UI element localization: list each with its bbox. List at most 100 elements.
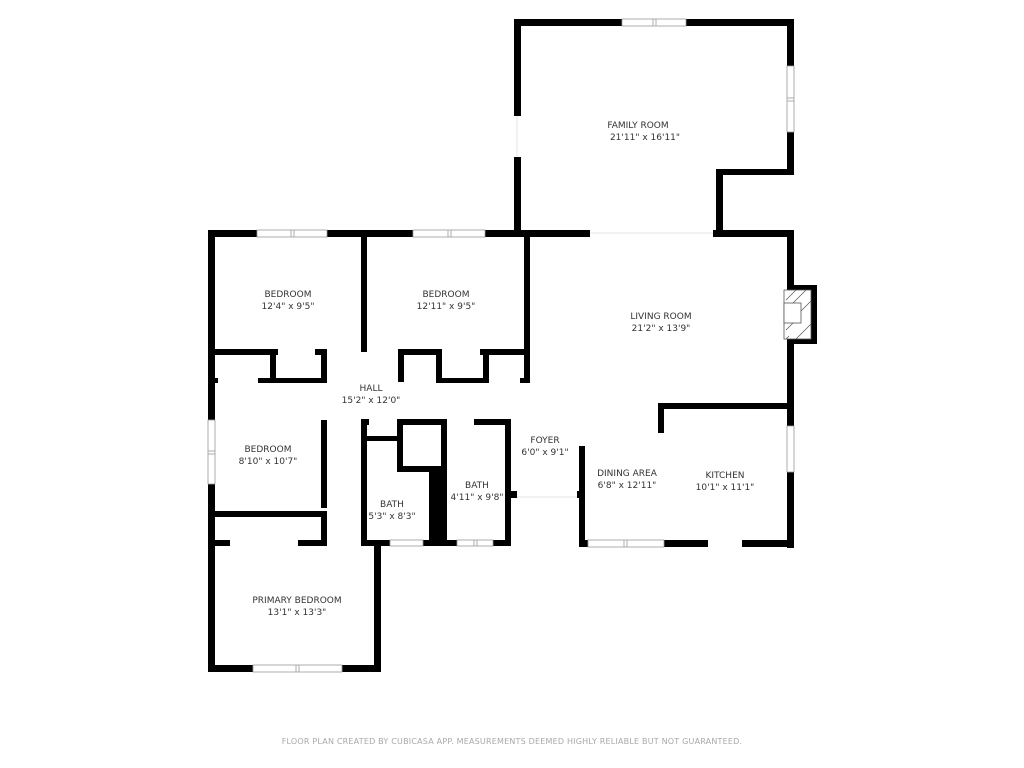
room-dimensions: 6'8" x 12'11" <box>598 481 657 491</box>
room-dimensions: 21'2" x 13'9" <box>632 324 691 334</box>
wall <box>397 419 403 472</box>
wall <box>258 378 327 383</box>
wall <box>658 403 664 433</box>
footer-disclaimer: FLOOR PLAN CREATED BY CUBICASA APP. MEAS… <box>281 737 743 746</box>
room-dimensions: 12'11" x 9'5" <box>417 302 476 312</box>
room-bedroom-2: BEDROOM 12'11" x 9'5" <box>417 290 476 312</box>
bedroom-3-walls <box>207 419 327 517</box>
room-bath-2: BATH 4'11" x 9'8" <box>451 481 504 503</box>
wall <box>429 466 444 546</box>
wall <box>398 349 442 355</box>
wall <box>514 230 590 237</box>
room-foyer: FOYER 6'0" x 9'1" <box>521 436 568 458</box>
wall <box>441 419 447 546</box>
wall <box>374 540 381 672</box>
wall <box>658 403 794 409</box>
room-bedroom-3: BEDROOM 8'10" x 10'7" <box>239 445 298 467</box>
room-bath-1: BATH 5'3" x 8'3" <box>368 500 415 522</box>
room-dimensions: 15'2" x 12'0" <box>342 396 401 406</box>
room-dimensions: 5'3" x 8'3" <box>368 512 415 522</box>
wall <box>208 349 278 355</box>
wall <box>208 378 218 383</box>
room-name: BATH <box>465 481 489 491</box>
wall <box>361 540 511 546</box>
room-name: DINING AREA <box>597 469 658 479</box>
room-kitchen: KITCHEN 10'1" x 11'1" <box>696 471 755 493</box>
wall <box>577 491 585 498</box>
window <box>587 539 665 548</box>
window <box>207 419 216 485</box>
wall <box>298 540 327 546</box>
room-dimensions: 10'1" x 11'1" <box>696 483 755 493</box>
room-living-room: LIVING ROOM 21'2" x 13'9" <box>630 312 691 334</box>
window <box>456 539 494 547</box>
wall <box>321 420 327 508</box>
wall <box>524 230 530 298</box>
room-dining-area: DINING AREA 6'8" x 12'11" <box>597 469 658 491</box>
family-room-windows <box>516 18 795 157</box>
bath-walls <box>361 419 517 547</box>
room-dimensions: 12'4" x 9'5" <box>262 302 315 312</box>
room-name: BEDROOM <box>265 290 312 300</box>
room-name: FAMILY ROOM <box>607 121 668 131</box>
wall <box>361 230 367 352</box>
fireplace-icon <box>783 285 817 344</box>
window <box>389 539 424 547</box>
wall <box>397 419 447 425</box>
wall <box>398 349 404 382</box>
room-name: KITCHEN <box>706 471 745 481</box>
wall <box>514 19 521 116</box>
window <box>621 18 687 27</box>
room-bedroom-1: BEDROOM 12'4" x 9'5" <box>262 290 315 312</box>
room-name: PRIMARY BEDROOM <box>252 596 341 606</box>
kitchen-door-opening <box>708 540 742 547</box>
room-name: HALL <box>360 384 383 394</box>
wall <box>787 230 794 548</box>
room-hall: HALL 15'2" x 12'0" <box>342 384 401 406</box>
window <box>786 425 795 473</box>
room-dimensions: 21'11" x 16'11" <box>610 133 680 143</box>
wall <box>361 419 367 546</box>
wall <box>579 540 794 547</box>
room-family-room: FAMILY ROOM 21'11" x 16'11" <box>607 121 680 143</box>
room-name: LIVING ROOM <box>630 312 691 322</box>
wall <box>361 436 398 441</box>
bedroom-top-windows <box>256 229 486 238</box>
wall <box>436 378 489 383</box>
wall <box>483 349 489 382</box>
wall <box>474 419 511 425</box>
window <box>252 664 343 673</box>
window <box>412 229 486 238</box>
room-dimensions: 13'1" x 13'3" <box>268 608 327 618</box>
wall <box>505 419 511 546</box>
room-dimensions: 4'11" x 9'8" <box>451 493 504 503</box>
wall <box>480 349 530 355</box>
primary-bedroom-walls <box>208 511 381 673</box>
foyer-dining-kitchen-walls <box>517 403 795 548</box>
wall <box>524 290 530 382</box>
room-name: BEDROOM <box>423 290 470 300</box>
wall <box>361 419 369 425</box>
wall <box>514 157 521 232</box>
room-name: FOYER <box>530 436 559 446</box>
wall <box>321 349 327 382</box>
wall <box>713 230 794 237</box>
wall <box>436 349 442 382</box>
wall <box>208 230 530 237</box>
window <box>256 229 328 238</box>
wall <box>505 491 517 498</box>
room-dimensions: 6'0" x 9'1" <box>521 448 568 458</box>
room-dimensions: 8'10" x 10'7" <box>239 457 298 467</box>
wall <box>716 169 723 234</box>
room-name: BEDROOM <box>245 445 292 455</box>
wall <box>208 540 230 546</box>
wall <box>717 169 794 175</box>
wall <box>321 511 327 546</box>
window <box>786 65 795 133</box>
wall <box>397 466 441 472</box>
wall <box>208 511 327 517</box>
room-primary-bedroom: PRIMARY BEDROOM 13'1" x 13'3" <box>252 596 341 618</box>
bedroom-partitions <box>208 230 530 383</box>
wall <box>270 349 276 382</box>
